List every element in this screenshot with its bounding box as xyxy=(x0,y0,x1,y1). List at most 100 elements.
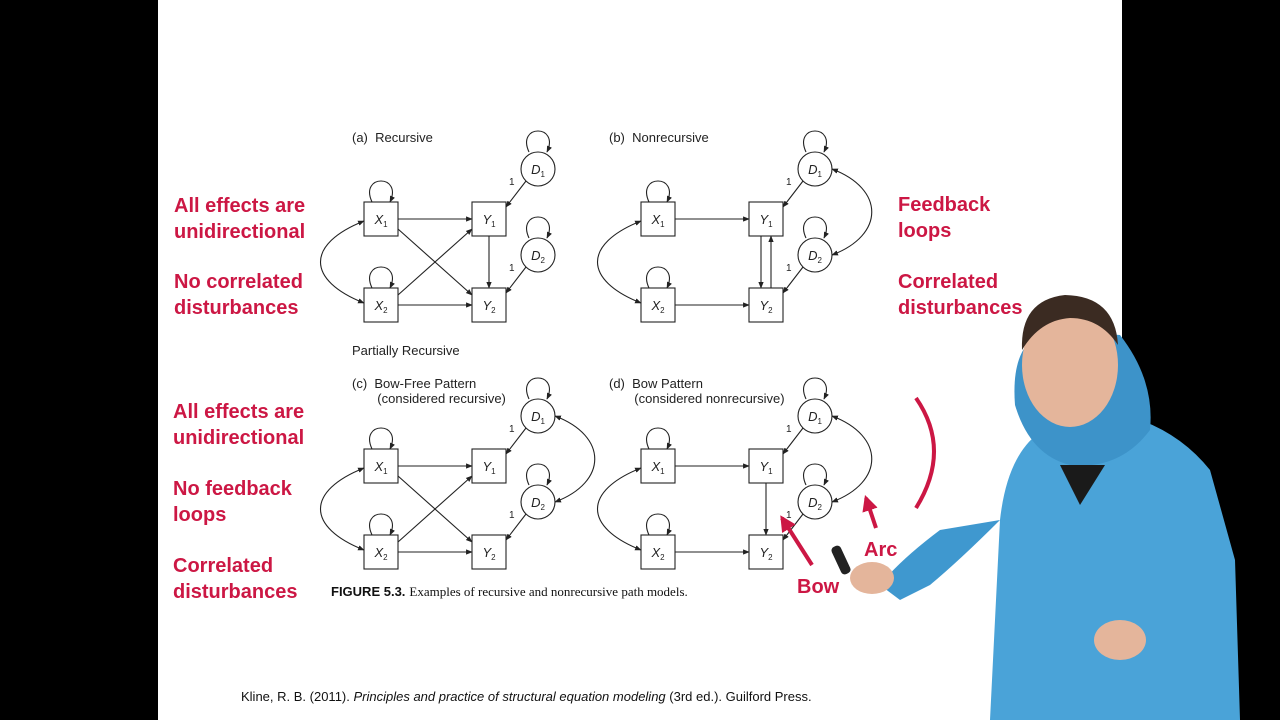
a-x2-variance xyxy=(369,266,395,289)
d-y1-label: Y1 xyxy=(759,459,773,476)
arc-label: Arc xyxy=(864,539,898,561)
a-d1-variance xyxy=(526,130,552,153)
c-d2-label: D2 xyxy=(531,495,545,512)
c-d1-variance xyxy=(526,377,552,400)
note-no-correlated-disturbances: No correlated disturbances xyxy=(174,271,303,319)
a-d2-circle xyxy=(520,237,556,273)
c-d2-variance xyxy=(526,463,552,486)
c-x-covariance xyxy=(320,467,365,551)
b-d2-y2-path xyxy=(782,266,804,294)
b-d1-y1-path xyxy=(782,180,804,208)
citation-title: Principles and practice of structural eq… xyxy=(353,689,666,704)
d-x2-variance xyxy=(646,513,672,536)
c-d2-path-coefficient: 1 xyxy=(509,510,515,521)
a-d1-path-coefficient: 1 xyxy=(509,177,515,188)
figure-caption: FIGURE 5.3.Examples of recursive and non… xyxy=(331,584,688,600)
c-y2-box xyxy=(471,534,507,570)
b-d2-variance xyxy=(803,216,829,239)
figure-caption-text: Examples of recursive and nonrecursive p… xyxy=(409,584,688,599)
citation-prefix: Kline, R. B. (2011). xyxy=(241,689,354,704)
citation: Kline, R. B. (2011). Principles and prac… xyxy=(241,689,812,704)
c-d2-circle xyxy=(520,484,556,520)
a-x1-box xyxy=(363,201,399,237)
bow-label: Bow xyxy=(797,576,840,598)
a-x1-variance xyxy=(369,180,395,203)
d-x2-box xyxy=(640,534,676,570)
b-x2-variance xyxy=(646,266,672,289)
b-d1-circle xyxy=(797,151,833,187)
d-x2-label: X2 xyxy=(650,545,665,562)
a-x2-box xyxy=(363,287,399,323)
d-x1-box xyxy=(640,448,676,484)
c-d1-y1-path xyxy=(505,427,527,455)
c-x2-y1-path xyxy=(397,475,473,543)
b-x1-box xyxy=(640,201,676,237)
d-disturbance-covariance xyxy=(831,415,873,503)
b-d2-label: D2 xyxy=(808,248,822,265)
d-d2-path-coefficient: 1 xyxy=(786,510,792,521)
b-d1-label: D1 xyxy=(808,162,822,179)
note-unidirectional-a: All effects are unidirectional xyxy=(174,195,306,243)
d-d1-variance xyxy=(803,377,829,400)
b-d2-circle xyxy=(797,237,833,273)
a-d1-label: D1 xyxy=(531,162,545,179)
c-x2-label: X2 xyxy=(373,545,388,562)
a-x-covariance xyxy=(320,220,365,304)
panel-c-title: (c) Bow-Free Pattern (considered recursi… xyxy=(352,376,506,406)
d-d2-label: D2 xyxy=(808,495,822,512)
b-y2-label: Y2 xyxy=(759,298,773,315)
bow-pointer-arrow xyxy=(780,515,814,567)
d-y2-label: Y2 xyxy=(759,545,773,562)
d-x1-variance xyxy=(646,427,672,450)
a-y1-label: Y1 xyxy=(482,212,496,229)
a-d1-circle xyxy=(520,151,556,187)
note-correlated-disturbances-c: Correlated disturbances xyxy=(173,555,298,603)
panel-a-title: (a) Recursive xyxy=(352,130,433,145)
b-y2-box xyxy=(748,287,784,323)
d-d2-circle xyxy=(797,484,833,520)
panel-b-title: (b) Nonrecursive xyxy=(609,130,709,145)
d-y2-box xyxy=(748,534,784,570)
d-d1-label: D1 xyxy=(808,409,822,426)
note-no-feedback-loops: No feedback loops xyxy=(173,478,292,526)
b-x2-label: X2 xyxy=(650,298,665,315)
d-x1-label: X1 xyxy=(650,459,665,476)
a-d2-variance xyxy=(526,216,552,239)
arc-bracket xyxy=(914,396,936,510)
a-y2-box xyxy=(471,287,507,323)
citation-suffix: (3rd ed.). Guilford Press. xyxy=(665,689,812,704)
note-feedback-loops: Feedback loops xyxy=(898,194,991,242)
b-x2-box xyxy=(640,287,676,323)
arc-pointer-arrow xyxy=(862,494,878,529)
c-y1-box xyxy=(471,448,507,484)
b-y1-label: Y1 xyxy=(759,212,773,229)
c-d2-y2-path xyxy=(505,513,527,541)
a-d2-y2-path xyxy=(505,266,527,294)
a-x2-label: X2 xyxy=(373,298,388,315)
b-disturbance-covariance xyxy=(831,168,873,256)
d-d1-circle xyxy=(797,398,833,434)
c-y1-label: Y1 xyxy=(482,459,496,476)
a-y2-label: Y2 xyxy=(482,298,496,315)
c-d1-circle xyxy=(520,398,556,434)
b-x1-variance xyxy=(646,180,672,203)
c-y2-label: Y2 xyxy=(482,545,496,562)
d-x-covariance xyxy=(597,467,642,551)
c-x1-label: X1 xyxy=(373,459,388,476)
note-correlated-disturbances-b: Correlated disturbances xyxy=(898,271,1023,319)
c-d1-path-coefficient: 1 xyxy=(509,424,515,435)
c-d1-label: D1 xyxy=(531,409,545,426)
b-d1-variance xyxy=(803,130,829,153)
d-d1-path-coefficient: 1 xyxy=(786,424,792,435)
b-x-covariance xyxy=(597,220,642,304)
a-x1-label: X1 xyxy=(373,212,388,229)
panel-d-title: (d) Bow Pattern (considered nonrecursive… xyxy=(609,376,785,406)
slide xyxy=(158,0,1122,720)
c-x1-variance xyxy=(369,427,395,450)
c-x1-box xyxy=(363,448,399,484)
c-x2-variance xyxy=(369,513,395,536)
a-d2-path-coefficient: 1 xyxy=(509,263,515,274)
partially-recursive-heading: Partially Recursive xyxy=(352,343,460,358)
b-y1-box xyxy=(748,201,784,237)
